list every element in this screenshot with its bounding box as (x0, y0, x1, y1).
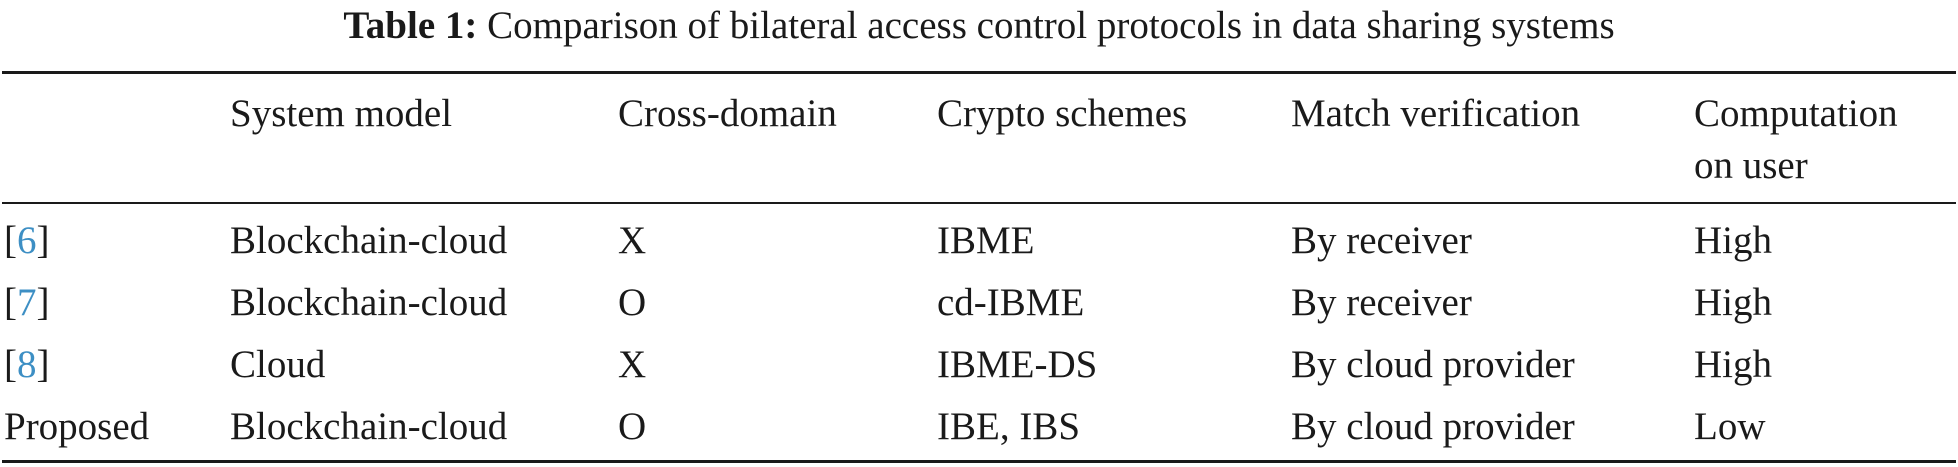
cell-match-verification: By receiver (1291, 219, 1472, 262)
cell-system-model: Blockchain-cloud (230, 219, 508, 262)
cell-computation: High (1694, 219, 1772, 262)
row-ref-7: [7] (4, 281, 50, 324)
header-crypto-schemes: Crypto schemes (937, 92, 1188, 135)
header-system-model: System model (230, 92, 453, 135)
cell-computation: Low (1694, 405, 1766, 448)
cell-system-model: Blockchain-cloud (230, 405, 508, 448)
caption-text: Comparison of bilateral access control p… (487, 4, 1615, 47)
cell-system-model: Blockchain-cloud (230, 281, 508, 324)
header-cross-domain: Cross-domain (618, 92, 837, 135)
cell-cross-domain: O (618, 281, 647, 324)
header-computation-line2: on user (1694, 144, 1808, 187)
cell-crypto-schemes: IBME-DS (937, 343, 1098, 386)
cell-crypto-schemes: cd-IBME (937, 281, 1085, 324)
top-rule (2, 71, 1956, 74)
cell-computation: High (1694, 343, 1772, 386)
cell-cross-domain: X (618, 219, 647, 262)
cell-match-verification: By cloud provider (1291, 405, 1575, 448)
cell-system-model: Cloud (230, 343, 326, 386)
citation-link-8[interactable]: 8 (17, 343, 37, 386)
cell-crypto-schemes: IBE, IBS (937, 405, 1081, 448)
citation-link-7[interactable]: 7 (17, 281, 37, 324)
citation-link-6[interactable]: 6 (17, 219, 37, 262)
header-rule (2, 202, 1956, 204)
cell-cross-domain: X (618, 343, 647, 386)
caption-label: Table 1: (343, 4, 478, 47)
header-match-verification: Match verification (1291, 92, 1581, 135)
row-ref-8: [8] (4, 343, 50, 386)
table-caption: Table 1: Comparison of bilateral access … (0, 2, 1958, 50)
cell-crypto-schemes: IBME (937, 219, 1035, 262)
bottom-rule (2, 460, 1956, 463)
row-ref-6: [6] (4, 219, 50, 262)
cell-match-verification: By receiver (1291, 281, 1472, 324)
header-computation-line1: Computation (1694, 92, 1898, 135)
cell-computation: High (1694, 281, 1772, 324)
cell-match-verification: By cloud provider (1291, 343, 1575, 386)
cell-cross-domain: O (618, 405, 647, 448)
row-ref-proposed: Proposed (4, 405, 150, 448)
